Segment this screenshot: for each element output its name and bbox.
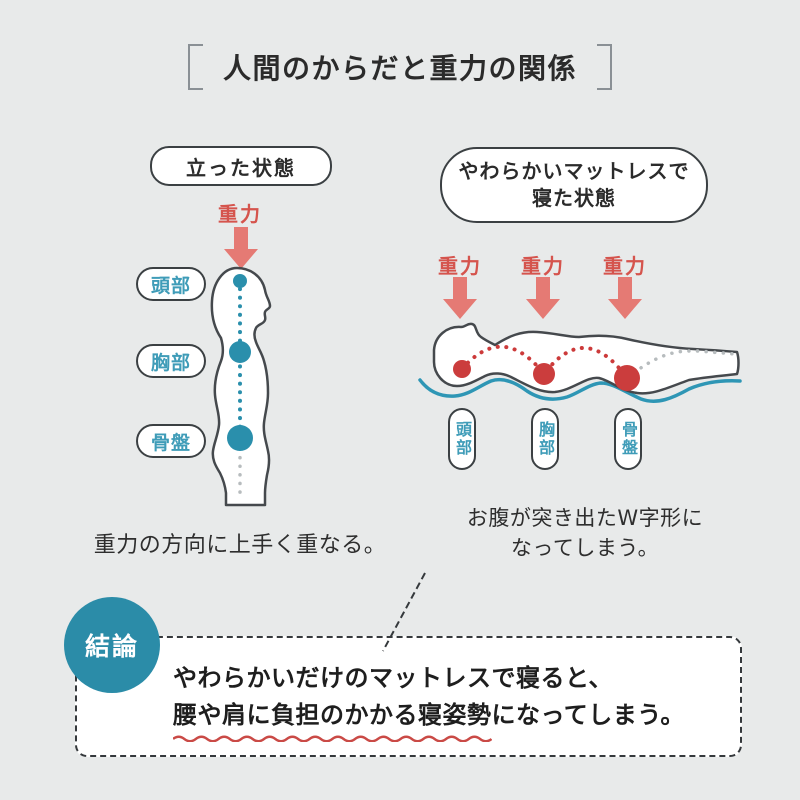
gravity-label-2: 重力 bbox=[521, 254, 565, 278]
label-head-lying: 頭部 bbox=[448, 408, 476, 470]
standing-caption: 重力の方向に上手く重なる。 bbox=[93, 533, 387, 558]
head-gravity-dot bbox=[233, 274, 247, 288]
mattress-surface-line bbox=[418, 377, 742, 403]
chest-gravity-dot bbox=[229, 341, 251, 363]
standing-state-label: 立った状態 bbox=[150, 146, 332, 186]
lying-state-label-line1: やわらかいマットレスで bbox=[458, 159, 690, 183]
conclusion-line1: やわらかいだけのマットレスで寝ると、 bbox=[173, 664, 614, 692]
chest-pressure-dot bbox=[533, 363, 555, 385]
conclusion-line2-emphasis-text: 腰や肩に負担のかかる寝姿勢 bbox=[173, 701, 492, 729]
bubble-pointer-dashed-line bbox=[382, 572, 426, 652]
pelvis-pressure-dot bbox=[614, 365, 640, 391]
lying-body-outline bbox=[432, 322, 740, 395]
pelvis-gravity-dot bbox=[227, 425, 253, 451]
title-row: 人間のからだと重力の関係 bbox=[0, 44, 800, 90]
arrow-shape bbox=[224, 227, 258, 269]
lying-caption: お腹が突き出たW字形に なってしまう。 bbox=[430, 503, 740, 563]
gravity-arrow-icon bbox=[224, 227, 258, 269]
red-wavy-underline bbox=[173, 735, 492, 742]
conclusion-line2: 腰や肩に負担のかかる寝姿勢 になってしまう。 bbox=[173, 697, 733, 742]
arrow-shape bbox=[608, 277, 642, 319]
label-pelvis-lying: 骨盤 bbox=[614, 408, 642, 470]
lying-figure-illustration bbox=[418, 322, 742, 403]
conclusion-line2-emphasis: 腰や肩に負担のかかる寝姿勢 bbox=[173, 697, 492, 742]
arrow-shape bbox=[443, 277, 477, 319]
pointer-line bbox=[382, 572, 426, 652]
spine-dotted-curve-gray bbox=[625, 349, 737, 380]
conclusion-text: やわらかいだけのマットレスで寝ると、 腰や肩に負担のかかる寝姿勢 になってしまう… bbox=[173, 660, 733, 742]
left-bracket-decoration bbox=[187, 44, 203, 90]
head-pressure-dot bbox=[453, 360, 471, 378]
gravity-arrow-icon bbox=[526, 277, 560, 319]
conclusion-line2-rest: になってしまう。 bbox=[491, 701, 685, 729]
label-head-standing: 頭部 bbox=[136, 267, 206, 301]
standing-figure-illustration bbox=[210, 266, 272, 507]
lying-state-label: やわらかいマットレスで 寝た状態 bbox=[440, 147, 708, 223]
right-bracket-decoration bbox=[597, 44, 612, 90]
standing-body-outline bbox=[210, 266, 272, 507]
wavy-path bbox=[173, 735, 492, 742]
label-pelvis-standing: 骨盤 bbox=[136, 424, 206, 458]
label-chest-lying: 胸部 bbox=[531, 408, 559, 470]
conclusion-badge: 結論 bbox=[64, 597, 160, 693]
label-chest-standing: 胸部 bbox=[136, 344, 206, 378]
lying-caption-line1: お腹が突き出たW字形に bbox=[466, 506, 704, 530]
gravity-arrow-icon bbox=[443, 277, 477, 319]
gravity-label-standing: 重力 bbox=[218, 202, 262, 226]
page-title: 人間のからだと重力の関係 bbox=[222, 52, 577, 85]
arrow-shape bbox=[526, 277, 560, 319]
gravity-label-3: 重力 bbox=[603, 254, 647, 278]
lying-caption-line2: なってしまう。 bbox=[510, 536, 660, 560]
gravity-arrow-icon bbox=[608, 277, 642, 319]
lying-state-label-line2: 寝た状態 bbox=[532, 186, 616, 210]
gravity-label-1: 重力 bbox=[438, 254, 482, 278]
